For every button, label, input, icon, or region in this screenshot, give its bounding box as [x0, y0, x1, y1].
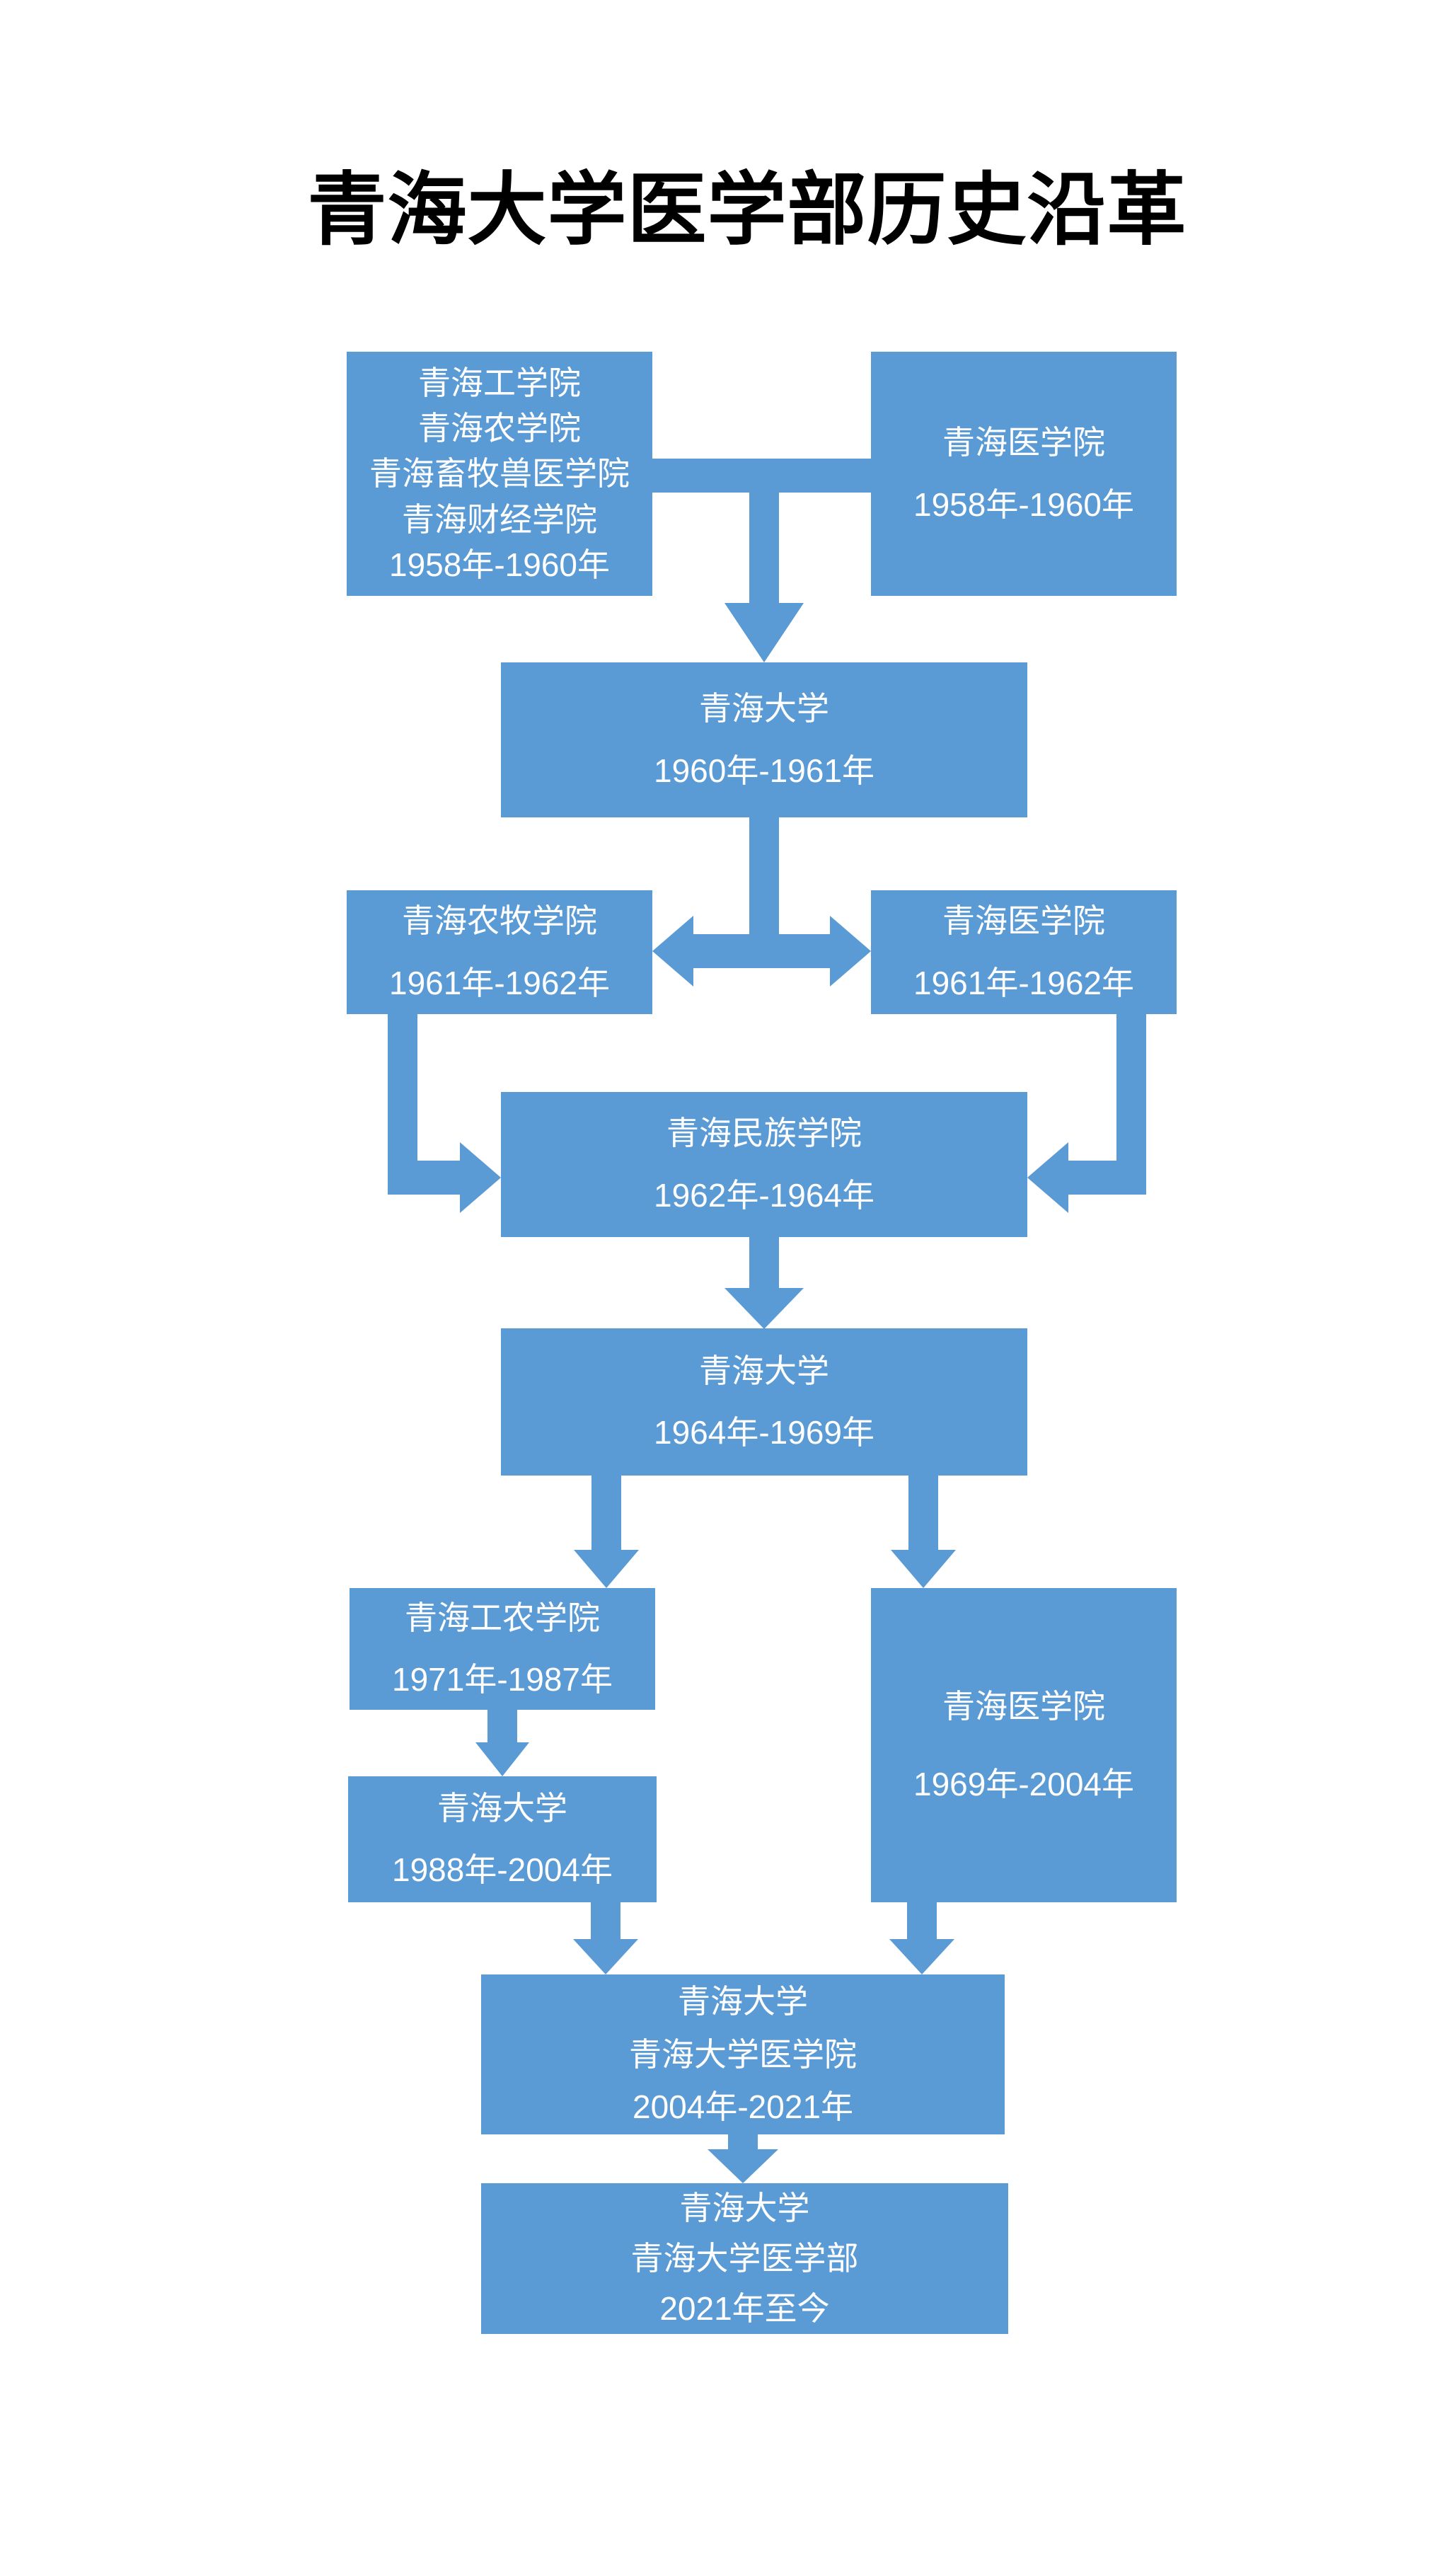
arrowhead-right-to-medical1961: [830, 916, 871, 987]
arrowhead-left-to-minzu1962: [1027, 1142, 1068, 1213]
box-line: 1964年-1969年: [654, 1414, 874, 1451]
box-qhu-1988: 青海大学 1988年-2004年: [348, 1776, 657, 1902]
box-qhu-2004: 青海大学 青海大学医学院 2004年-2021年: [481, 1974, 1005, 2134]
arrowhead-down-to-qhu2021: [708, 2149, 778, 2183]
arrowhead-down-to-qhu1988: [475, 1742, 529, 1776]
arrowhead-down-to-qhu1960: [724, 603, 804, 662]
box-line: 1971年-1987年: [392, 1661, 613, 1698]
box-line: 青海大学医学院: [629, 2035, 857, 2073]
box-line: 青海工学院: [418, 364, 581, 401]
arrowhead-down-to-qhu1964: [724, 1288, 804, 1329]
box-medical-1969: 青海医学院 1969年-2004年: [871, 1588, 1177, 1902]
arrowhead-down-to-medical1969: [891, 1550, 956, 1588]
box-line: 青海大学: [678, 1982, 808, 2020]
box-line: 青海工农学院: [405, 1599, 600, 1636]
box-medical-1958: 青海医学院 1958年-1960年: [871, 352, 1177, 596]
box-line: 青海财经学院: [402, 500, 597, 538]
box-gongnong-1971: 青海工农学院 1971年-1987年: [350, 1588, 655, 1710]
box-qhu-2021: 青海大学 青海大学医学部 2021年至今: [481, 2183, 1008, 2334]
page-title: 青海大学医学部历史沿革: [307, 167, 1187, 255]
box-line: 1960年-1961年: [654, 752, 874, 789]
box-line: 青海畜牧兽医学院: [369, 455, 630, 493]
box-medical-1961: 青海医学院 1961年-1962年: [871, 890, 1177, 1014]
box-line: 青海医学院: [942, 1687, 1105, 1725]
box-qhu-1964: 青海大学 1964年-1969年: [501, 1328, 1027, 1476]
box-line: 1969年-2004年: [913, 1766, 1134, 1802]
arrow-merge-to-qhu1960-shaft: [749, 473, 779, 607]
arrowhead-down-left-to-qhu2004: [573, 1939, 638, 1974]
box-line: 青海民族学院: [666, 1115, 862, 1152]
box-line: 青海大学: [699, 1352, 829, 1389]
box-predecessors-1958: 青海工学院 青海农学院 青海畜牧兽医学院 青海财经学院 1958年-1960年: [347, 352, 652, 596]
connector-split-1961-bar: [693, 934, 831, 968]
box-line: 1961年-1962年: [389, 964, 610, 1001]
box-line: 青海农牧学院: [402, 902, 597, 940]
box-line: 1958年-1960年: [389, 546, 610, 584]
box-line: 2004年-2021年: [633, 2088, 853, 2126]
arrow-qhu1988-to-qhu2004-shaft: [591, 1902, 620, 1941]
arrow-gongnong-to-qhu1988-shaft: [487, 1710, 517, 1744]
arrowhead-left-to-agri1961: [652, 916, 693, 987]
arrow-minzu-to-qhu1964-shaft: [749, 1237, 779, 1291]
box-line: 1988年-2004年: [392, 1851, 613, 1888]
box-line: 青海大学: [699, 690, 829, 728]
box-line: 1961年-1962年: [913, 964, 1134, 1001]
arrow-medical1969-to-qhu2004-shaft: [907, 1902, 937, 1941]
elbow-agri-to-minzu-horizontal: [388, 1161, 460, 1195]
arrow-qhu1964-to-medical1969-shaft: [908, 1476, 938, 1552]
arrowhead-down-right-to-qhu2004: [889, 1939, 954, 1974]
box-line: 青海医学院: [942, 424, 1105, 461]
arrow-qhu2004-to-qhu2021-shaft: [728, 2134, 758, 2151]
box-line: 青海农学院: [418, 409, 581, 447]
arrowhead-right-to-minzu1962: [460, 1142, 501, 1213]
elbow-medical-to-minzu-horizontal: [1068, 1161, 1146, 1195]
arrowhead-down-to-gongnong1971: [574, 1550, 639, 1588]
box-line: 1962年-1964年: [654, 1176, 874, 1214]
box-line: 青海大学: [437, 1789, 567, 1827]
box-minzu-1962: 青海民族学院 1962年-1964年: [501, 1092, 1027, 1237]
box-line: 2021年至今: [659, 2290, 830, 2328]
box-agri-1961: 青海农牧学院 1961年-1962年: [347, 890, 652, 1014]
arrow-qhu1964-to-gongnong-shaft: [591, 1476, 621, 1552]
box-line: 青海大学: [679, 2189, 810, 2226]
box-line: 青海医学院: [942, 902, 1105, 940]
box-qhu-1960: 青海大学 1960年-1961年: [501, 662, 1027, 817]
box-line: 青海大学医学部: [630, 2239, 859, 2277]
box-line: 1958年-1960年: [913, 485, 1134, 523]
